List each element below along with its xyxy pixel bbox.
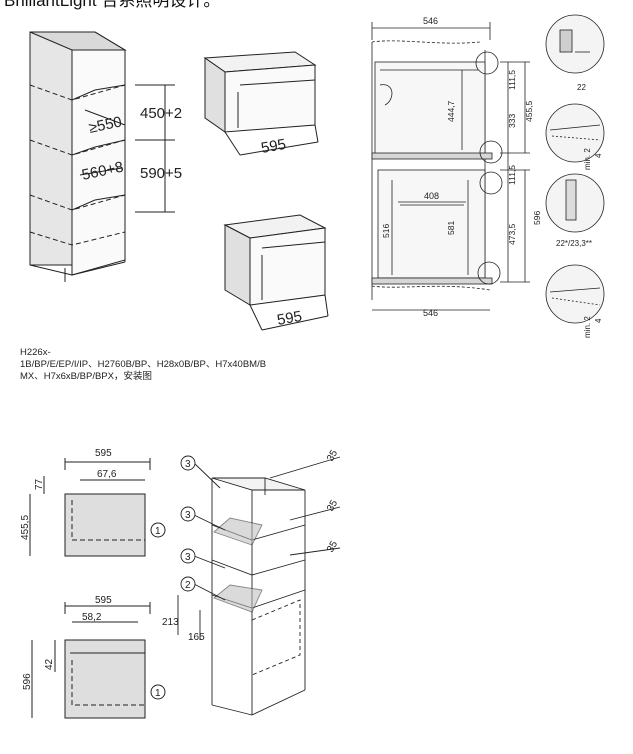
detail-22-23: 22*/23,3** <box>556 239 592 248</box>
callout-3-b: 3 <box>185 510 191 521</box>
dim-596: 596 <box>532 211 542 225</box>
figure-compact-oven: 595 <box>203 51 319 157</box>
front-height-455-5: 455,5 <box>20 515 31 540</box>
tower-35-a: 35 <box>325 448 340 464</box>
figure-front-compact: 595 67,6 77 455,5 1 <box>20 448 166 557</box>
front-top-42: 42 <box>44 658 55 670</box>
detail-4-a: 4 <box>594 153 603 158</box>
callout-3-c: 3 <box>185 552 191 563</box>
dim-581: 581 <box>446 221 456 235</box>
tower-35-c: 35 <box>325 539 340 555</box>
dim-546-top: 546 <box>423 16 438 26</box>
dim-333: 333 <box>507 114 517 128</box>
front-width-595-b: 595 <box>95 595 112 606</box>
caption-line-1: H226x- <box>20 347 51 358</box>
dim-444-7: 444,7 <box>446 100 456 122</box>
front-inner-67-6: 67,6 <box>97 469 117 480</box>
figure-tall-cabinet: 450+2 ≥550 560+8 590+5 <box>29 31 182 282</box>
callout-1-a: 1 <box>155 526 161 537</box>
front-height-596: 596 <box>22 673 33 690</box>
dim-473-5: 473,5 <box>507 223 517 245</box>
tower-35-b: 35 <box>325 498 340 514</box>
dim-550: ≥550 <box>87 113 123 137</box>
caption: H226x- 1B/BP/E/EP/I/IP、H2760B/BP、H28x0B/… <box>20 347 266 383</box>
callout-2: 2 <box>185 580 191 591</box>
figure-tower: 35 35 35 3 3 3 2 213 165 <box>162 448 340 716</box>
callout-3-a: 3 <box>185 459 191 470</box>
dim-516: 516 <box>381 224 391 238</box>
detail-22: 22 <box>577 83 586 92</box>
tower-213: 213 <box>162 617 179 628</box>
dim-590: 590+5 <box>140 165 182 182</box>
detail-views: 22 min. 2 4 22*/23,3** min. 2 4 <box>545 14 605 338</box>
dim-455-5: 455,5 <box>524 100 534 122</box>
detail-4-b: 4 <box>594 318 603 323</box>
front-inner-58-2: 58,2 <box>82 612 102 623</box>
callout-1-b: 1 <box>155 688 161 699</box>
figure-full-oven: 595 <box>223 214 329 331</box>
detail-min2-b: min. 2 <box>583 316 592 338</box>
dim-111-5-b: 111,5 <box>507 165 517 185</box>
dim-546-bottom: 546 <box>423 308 438 318</box>
figure-front-full: 595 58,2 42 596 1 <box>22 595 166 719</box>
caption-line-3: MX、H7x6xB/BP/BPX，安装图 <box>20 371 152 382</box>
caption-line-2: 1B/BP/E/EP/I/IP、H2760B/BP、H28x0B/BP、H7x4… <box>20 359 267 370</box>
front-width-595-a: 595 <box>95 448 112 459</box>
detail-min2-a: min. 2 <box>583 148 592 170</box>
figure-section: 546 111,5 444,7 333 455,5 111,5 <box>371 16 542 318</box>
dim-408: 408 <box>424 191 439 201</box>
front-top-77: 77 <box>34 478 45 490</box>
dim-111-5-a: 111,5 <box>507 70 517 90</box>
dim-595-b: 595 <box>276 308 304 329</box>
dim-450: 450+2 <box>140 105 182 122</box>
dim-595-a: 595 <box>260 136 288 157</box>
page-title: BrilliantLight 合系照明设计。 <box>4 0 221 10</box>
tower-165: 165 <box>188 632 205 643</box>
